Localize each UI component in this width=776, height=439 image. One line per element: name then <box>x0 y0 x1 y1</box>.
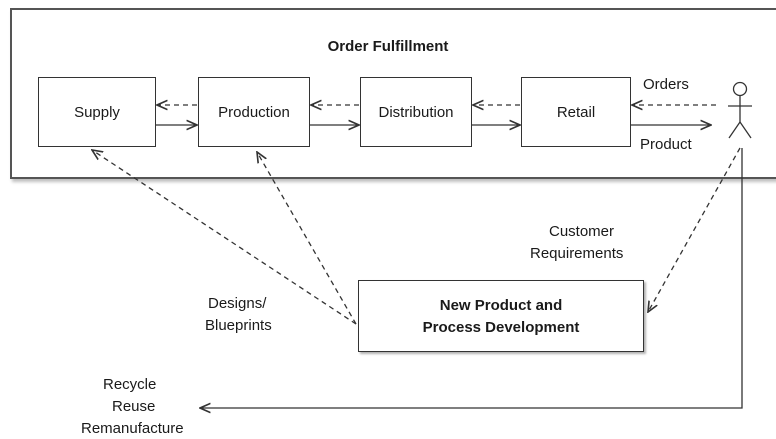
designs-label-line1: Designs/ <box>208 295 267 312</box>
customer-requirements-label-line2: Requirements <box>530 245 624 262</box>
arrow-npd-to-supply <box>92 150 357 325</box>
arrow-customer-requirements-to-npd <box>648 147 741 312</box>
diagram-title: Order Fulfillment <box>327 38 449 55</box>
distribution-box: Distribution <box>360 77 472 147</box>
customer-person-icon <box>728 81 752 139</box>
retail-box: Retail <box>521 77 631 147</box>
remanufacture-label: Remanufacture <box>81 420 184 437</box>
production-box: Production <box>198 77 310 147</box>
arrow-customer-to-recycle <box>200 148 743 408</box>
npd-label-line1: New Product and <box>439 296 563 314</box>
distribution-label: Distribution <box>378 103 454 121</box>
reuse-label: Reuse <box>112 398 156 415</box>
customer-requirements-label-line1: Customer <box>549 223 615 240</box>
orders-label: Orders <box>643 76 689 93</box>
npd-label-line2: Process Development <box>422 318 580 336</box>
designs-label-line2: Blueprints <box>205 317 272 334</box>
supply-label: Supply <box>74 103 120 121</box>
recycle-label: Recycle <box>103 376 157 393</box>
retail-label: Retail <box>556 103 596 121</box>
production-label: Production <box>218 103 290 121</box>
new-product-development-box: New Product and Process Development <box>358 280 644 352</box>
arrow-npd-to-production <box>257 152 357 325</box>
product-label: Product <box>640 136 692 153</box>
supply-box: Supply <box>38 77 156 147</box>
